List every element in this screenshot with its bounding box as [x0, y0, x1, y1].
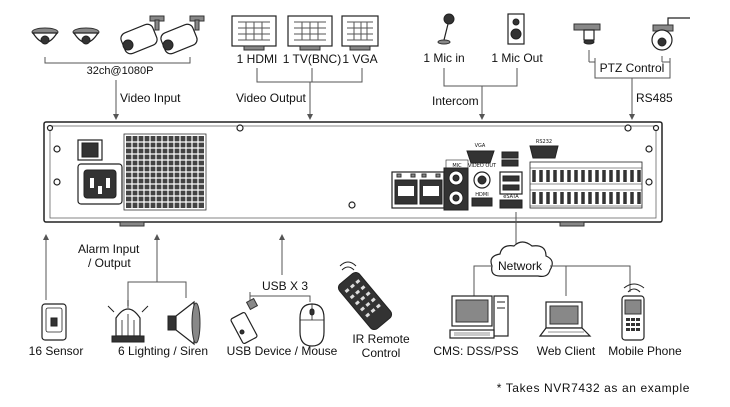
siren-icon — [167, 300, 201, 346]
speaker-icon — [507, 13, 525, 45]
fan-grill — [123, 133, 207, 211]
ir-remote-label-line1: IR Remote — [352, 332, 410, 346]
cloud-icon — [490, 241, 553, 277]
power-switch — [77, 139, 103, 161]
video-input-label: Video Input — [120, 91, 181, 105]
rs232-port-label: RS232 — [536, 139, 552, 145]
hdmi-label: 1 HDMI — [237, 52, 278, 66]
sensor-icon — [41, 303, 67, 341]
intercom-label: Intercom — [432, 94, 479, 108]
ptz-camera-icon — [573, 23, 601, 45]
footnote: * Takes NVR7432 as an example — [497, 381, 690, 395]
warning-light-icon — [107, 300, 149, 343]
dome-camera-icon — [72, 27, 100, 45]
tv-bnc-label: 1 TV(BNC) — [283, 52, 341, 66]
mobile-phone-label: Mobile Phone — [608, 344, 682, 358]
laptop-icon — [538, 301, 592, 337]
mic-port-label: MIC — [452, 163, 462, 169]
cameras-count-label: 32ch@1080P — [87, 65, 154, 77]
vga-port-label: VGA — [475, 143, 486, 149]
desktop-computer-icon — [449, 295, 509, 339]
rs232-port: RS232 — [529, 139, 559, 159]
monitor-icon — [287, 15, 333, 51]
lighting-siren-label: 6 Lighting / Siren — [118, 344, 208, 358]
alarm-io-label-line2: / Output — [88, 256, 131, 270]
video-output-label: Video Output — [236, 91, 306, 105]
microphone-icon — [437, 13, 455, 45]
ir-remote-label-line2: Control — [362, 346, 401, 360]
network-ports — [391, 171, 445, 209]
rs485-label: RS485 — [636, 91, 673, 105]
usb-device-mouse-label: USB Device / Mouse — [227, 344, 338, 358]
usb-x3-label: USB X 3 — [262, 279, 308, 293]
web-client-label: Web Client — [537, 344, 596, 358]
bullet-camera-icon — [120, 15, 165, 55]
bullet-camera-icon — [160, 15, 205, 55]
av-port-block: VGA MIC VIDEO OUT HDMI — [443, 143, 497, 211]
sensor-label: 16 Sensor — [29, 344, 84, 358]
usb-esata-block: eSATA — [499, 151, 523, 209]
mobile-phone-icon — [621, 283, 645, 341]
monitor-icon — [231, 15, 277, 51]
video-out-port-label: VIDEO OUT — [468, 163, 497, 169]
mic-out-label: 1 Mic Out — [491, 51, 543, 65]
mouse-icon — [299, 303, 325, 347]
mic-in-label: 1 Mic in — [423, 51, 464, 65]
vga-label: 1 VGA — [342, 52, 377, 66]
remote-control-icon — [337, 261, 393, 331]
alarm-io-label-line1: Alarm Input — [78, 242, 140, 256]
hdmi-port-label: HDMI — [475, 192, 488, 198]
power-socket — [77, 163, 123, 205]
network-label: Network — [498, 259, 543, 273]
monitor-icon — [341, 15, 379, 51]
terminal-blocks — [529, 161, 643, 209]
esata-port-label: eSATA — [503, 194, 519, 200]
cms-label: CMS: DSS/PSS — [433, 344, 518, 358]
usb-stick-icon — [230, 297, 259, 345]
ptz-control-label: PTZ Control — [600, 61, 665, 75]
dome-camera-icon — [31, 27, 59, 45]
ptz-camera-icon — [651, 17, 690, 51]
